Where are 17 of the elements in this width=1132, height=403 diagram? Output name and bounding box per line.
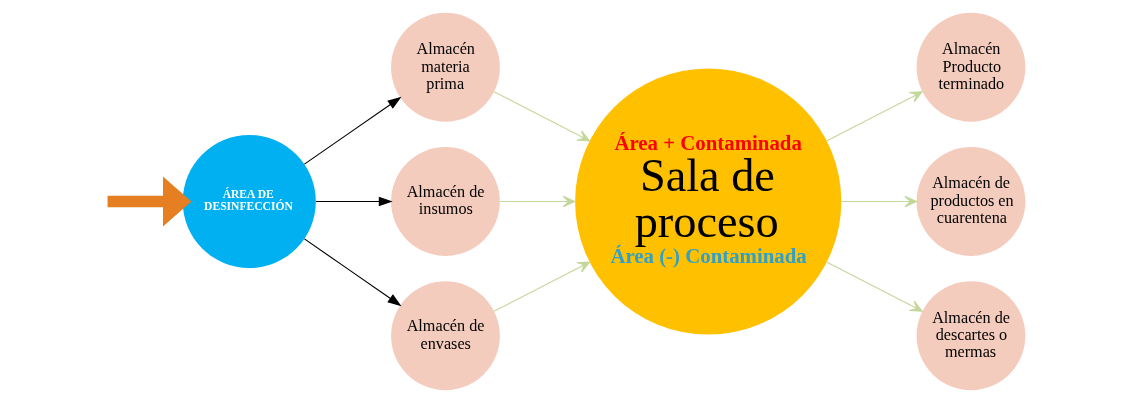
node-circle: Almacén de descartes o mermas <box>916 281 1026 391</box>
arrow <box>493 91 591 142</box>
node-circle: Almacén materia prima <box>391 12 500 122</box>
arrow <box>303 96 402 165</box>
arrow <box>499 195 576 208</box>
arrow <box>107 176 192 227</box>
node-circle: Almacén de insumos <box>391 147 500 256</box>
arrow <box>826 261 923 312</box>
arrow <box>826 91 923 142</box>
node-circle: ÁREA DE DESINFECCIÓN <box>182 134 316 269</box>
node-circle: Almacén de productos en cuarentena <box>916 147 1026 256</box>
arrow <box>315 196 393 207</box>
node-circle: Almacén Producto terminado <box>916 12 1026 122</box>
arrow <box>303 238 402 307</box>
arrow <box>493 261 591 312</box>
node-circle: Almacén de envases <box>391 281 500 391</box>
arrow <box>840 195 918 208</box>
